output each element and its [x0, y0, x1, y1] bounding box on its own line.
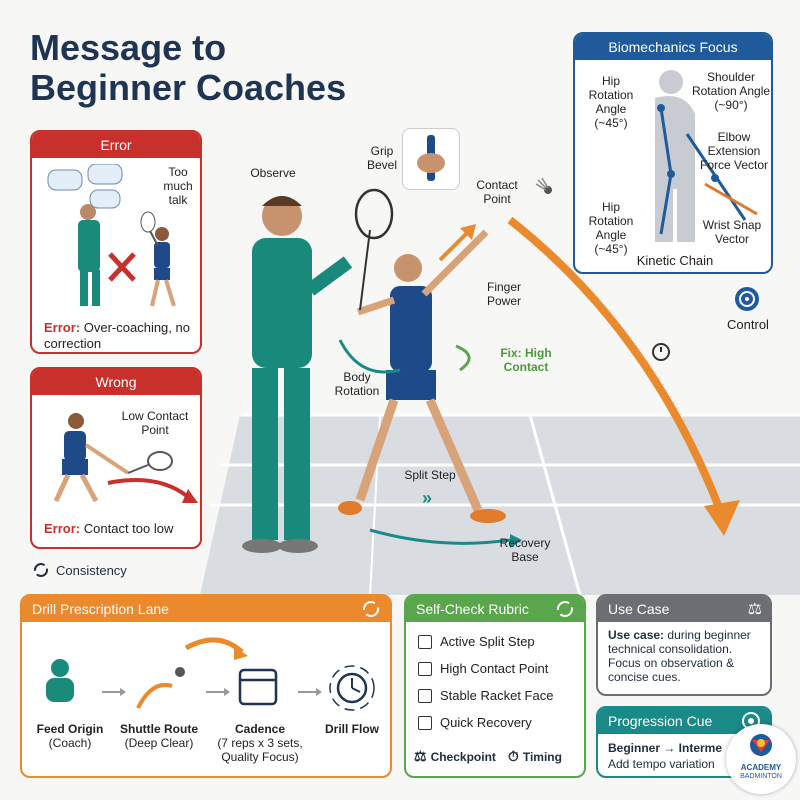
drill-card-header: Drill Prescription Lane — [22, 596, 390, 622]
too-much-talk-label: Too much talk — [163, 165, 193, 207]
stopwatch-icon: ⏱ — [507, 748, 519, 764]
checkbox[interactable] — [418, 688, 432, 703]
low-contact-label: Low Contact Point — [121, 409, 189, 437]
grip-bevel-label: Grip Bevel — [366, 144, 398, 172]
recovery-base-label: Recovery Base — [499, 536, 551, 564]
elbow-extension-label: Elbow Extension Force Vector — [699, 130, 769, 172]
error-card: Error Too much talk Error: Over-coaching… — [30, 130, 202, 354]
progression-text: Beginner → Interme Add tempo variation — [608, 740, 722, 772]
cadence-title: Cadence — [234, 722, 286, 736]
racket — [354, 188, 394, 240]
finger-power-label: Finger Power — [486, 280, 521, 308]
rubric-item[interactable]: High Contact Point — [418, 661, 548, 676]
consistency-indicator: Consistency — [32, 561, 127, 579]
drill-card: Drill Prescription Lane Feed Origin (Coa… — [20, 594, 392, 778]
shuttle-route-title: Shuttle Route — [120, 722, 198, 736]
contact-point-label: Contact Point — [476, 178, 518, 206]
page-title: Message to Beginner Coaches — [30, 28, 346, 108]
progression-line-2: Add tempo variation — [608, 757, 715, 771]
logo-emblem — [750, 734, 772, 756]
coach-jacket — [252, 238, 312, 368]
shuttlecock-icon — [535, 177, 552, 194]
grip-hand-icon — [417, 135, 445, 181]
rubric-item-label: Active Split Step — [440, 634, 535, 649]
biomechanics-card: Biomechanics Focus Hip Rotation Angle (~… — [573, 32, 773, 274]
rubric-item-label: Stable Racket Face — [440, 688, 554, 703]
shoulder-rotation-label: Shoulder Rotation Angle (~90°) — [691, 70, 771, 112]
svg-text:»: » — [422, 488, 432, 508]
use-case-body: during beginner technical consolidation.… — [608, 628, 751, 684]
use-case-card: Use Case ⚖ Use case: during beginner tec… — [596, 594, 772, 696]
logo-line-2: BADMINTON — [740, 773, 782, 780]
rubric-item[interactable]: Active Split Step — [418, 634, 535, 649]
checkbox[interactable] — [418, 715, 432, 730]
cadence: Cadence (7 reps x 3 sets, Quality Focus) — [208, 722, 312, 764]
split-step-label: Split Step — [404, 468, 456, 482]
rubric-item-label: Quick Recovery — [440, 715, 532, 730]
rubric-item[interactable]: Quick Recovery — [418, 715, 532, 730]
timer-icon — [652, 343, 670, 361]
grip-inset — [402, 128, 460, 190]
feed-origin-title: Feed Origin — [36, 722, 104, 736]
drill-flow-label: Drill Flow — [325, 722, 379, 736]
target-icon — [735, 287, 759, 311]
feed-origin-sub: (Coach) — [48, 736, 92, 750]
wrong-card-header: Wrong — [32, 369, 200, 395]
feed-origin: Feed Origin (Coach) — [30, 722, 110, 750]
checkbox[interactable] — [418, 634, 432, 649]
checkbox[interactable] — [418, 661, 432, 676]
error-card-message: Error: Over-coaching, no correction — [44, 320, 200, 352]
refresh-icon-rubric — [557, 601, 573, 617]
court-floor — [200, 413, 800, 595]
cycle-icon — [34, 563, 48, 577]
rubric-card-header: Self-Check Rubric — [406, 596, 584, 622]
wrist-snap-label: Wrist Snap Vector — [702, 218, 762, 246]
player-head — [394, 254, 422, 282]
logo-line-1: ACADEMY — [740, 763, 782, 772]
rubric-card: Self-Check Rubric Active Split Step High… — [404, 594, 586, 778]
timing-label: Timing — [522, 749, 562, 764]
biomechanics-card-header: Biomechanics Focus — [575, 34, 771, 60]
skeleton-figure — [655, 70, 758, 242]
observe-label: Observe — [250, 166, 296, 180]
error-text: Over-coaching, no correction — [44, 320, 190, 351]
low-contact-illustration — [53, 413, 198, 503]
rubric-item-label: High Contact Point — [440, 661, 549, 676]
use-case-bold: Use case: — [608, 628, 665, 642]
wrong-error-text: Contact too low — [83, 521, 174, 536]
refresh-icon — [363, 601, 379, 617]
use-case-text: Use case: during beginner technical cons… — [608, 628, 768, 684]
shuttle-route: Shuttle Route (Deep Clear) — [114, 722, 204, 750]
drill-flow-diagram — [46, 637, 375, 711]
rubric-item[interactable]: Stable Racket Face — [418, 688, 553, 703]
over-coaching-illustration — [47, 164, 176, 307]
hip-rotation-top-label: Hip Rotation Angle (~45°) — [588, 74, 634, 130]
title-line-1: Message to — [30, 27, 227, 68]
wrong-card-message: Error: Contact too low — [44, 521, 200, 537]
shuttle-trajectory — [507, 216, 740, 536]
fix-high-contact-label: Fix: High Contact — [500, 346, 552, 374]
consistency-label: Consistency — [56, 562, 127, 578]
error-prefix: Error: — [44, 320, 81, 335]
main-scene: » — [242, 188, 522, 553]
player-shirt — [390, 286, 432, 372]
checkpoint: ⚖ Checkpoint ⏱ Timing — [414, 748, 562, 765]
title-line-2: Beginner Coaches — [30, 67, 347, 108]
progression-line-1: Beginner → Interme — [608, 741, 723, 755]
scale-icon-header: ⚖ — [747, 601, 762, 618]
scale-icon: ⚖ — [414, 748, 427, 764]
error-card-header: Error — [32, 132, 200, 158]
hip-rotation-bottom-label: Hip Rotation Angle (~45°) — [588, 200, 634, 256]
kinetic-chain-label: Kinetic Chain — [636, 253, 714, 268]
wrong-card: Wrong Low Contact Point Error: Contact t… — [30, 367, 202, 549]
checkpoint-label: Checkpoint — [430, 749, 496, 764]
wrong-error-prefix: Error: — [44, 521, 81, 536]
progression-card-header: Progression Cue — [598, 708, 770, 734]
academy-logo: ACADEMY BADMINTON — [726, 724, 796, 794]
body-rotation-label: Body Rotation — [334, 370, 380, 398]
shuttle-route-sub: (Deep Clear) — [124, 736, 194, 750]
control-label: Control — [727, 317, 769, 332]
use-case-card-header: Use Case — [598, 596, 770, 622]
cadence-sub: (7 reps x 3 sets, Quality Focus) — [217, 736, 303, 764]
